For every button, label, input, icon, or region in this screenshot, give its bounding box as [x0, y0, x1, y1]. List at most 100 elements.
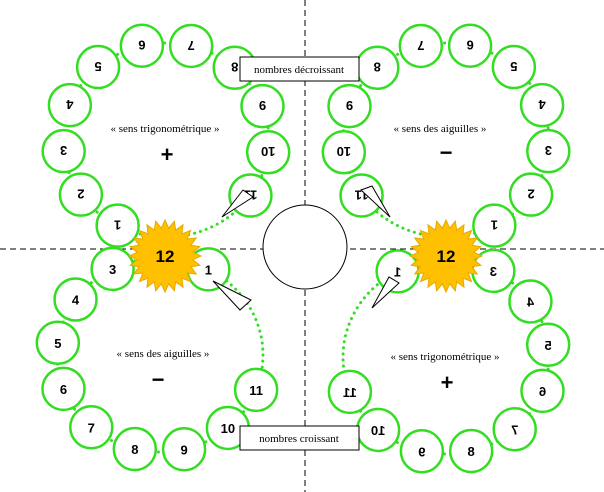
number-node: 8	[448, 428, 494, 474]
number-node: 6	[119, 23, 165, 68]
number-node: 5	[75, 44, 121, 90]
number-node: 4	[53, 277, 98, 322]
number-label: 4	[538, 97, 546, 112]
arrow-layer	[212, 185, 400, 311]
number-node: 10	[321, 129, 367, 175]
number-label: 1	[114, 218, 121, 233]
sun-12: 12	[408, 218, 484, 294]
number-label: 11	[249, 383, 263, 398]
number-node: 8	[112, 426, 158, 472]
number-node: 6	[520, 368, 565, 414]
number-label: 7	[417, 38, 424, 53]
direction-label: « sens des aiguilles »	[394, 123, 487, 135]
number-label: 4	[66, 97, 74, 112]
direction-label: « sens trigonométrique »	[110, 123, 219, 135]
number-label: 7	[88, 420, 95, 435]
bottom-label-box: nombres croissant	[239, 425, 360, 451]
number-label: 7	[511, 422, 518, 437]
number-label: 10	[371, 423, 385, 438]
sign-label: −	[440, 140, 453, 165]
number-label: 9	[259, 98, 266, 113]
number-label: 9	[180, 442, 187, 457]
sun-12: 12	[127, 218, 203, 294]
sun-layer: 12 12	[127, 218, 484, 294]
number-label: 6	[539, 384, 546, 399]
number-label: 5	[510, 59, 517, 74]
number-node: 10	[245, 129, 291, 175]
number-label: 10	[221, 421, 235, 436]
number-label: 11	[343, 385, 357, 400]
direction-label: « sens des aiguilles »	[117, 348, 210, 360]
number-label: 9	[418, 444, 425, 459]
number-node: 7	[168, 23, 214, 69]
number-label: 3	[109, 262, 116, 277]
number-label: 6	[138, 38, 145, 53]
number-label: 1	[205, 262, 212, 277]
number-label: 8	[231, 60, 238, 75]
number-node: 9	[399, 429, 445, 474]
number-node: 7	[492, 407, 537, 452]
sun-label: 12	[156, 247, 175, 266]
number-node: 1	[472, 203, 517, 248]
number-label: 6	[466, 38, 473, 53]
number-node: 5	[491, 44, 537, 90]
quadrant-bottom-right: « sens trigonométrique » +	[390, 351, 499, 395]
number-node: 9	[327, 83, 372, 129]
number-label: 10	[337, 144, 351, 159]
pointer-arrow	[360, 185, 391, 218]
quadrant-top-left: « sens trigonométrique » +	[110, 123, 219, 167]
number-node: 4	[519, 82, 565, 128]
number-node: 9	[240, 83, 285, 129]
number-node: 8	[355, 45, 400, 90]
ring-layer: 1234567891011123456789101112345678910111…	[35, 23, 571, 474]
number-label: 10	[261, 144, 275, 159]
number-label: 1	[491, 218, 498, 233]
number-label: 4	[526, 294, 534, 309]
number-node: 10	[355, 407, 401, 453]
top-label-box: nombres décroissant	[239, 56, 360, 82]
sign-label: −	[152, 367, 165, 392]
pointer-arrow	[221, 189, 254, 218]
number-label: 5	[545, 338, 552, 353]
number-node: 11	[327, 369, 373, 415]
number-label: 9	[346, 98, 353, 113]
number-label: 8	[468, 444, 475, 459]
number-node: 5	[525, 322, 571, 368]
number-node: 7	[69, 405, 114, 450]
number-node: 6	[41, 366, 86, 412]
pointer-arrow	[371, 276, 400, 309]
pointer-arrow	[212, 280, 252, 311]
number-node: 11	[233, 367, 279, 413]
number-node: 3	[41, 128, 86, 174]
number-label: 3	[490, 264, 497, 279]
sign-label: +	[161, 142, 174, 167]
sun-label: 12	[437, 247, 456, 266]
number-label: 6	[60, 382, 67, 397]
number-label: 5	[94, 59, 101, 74]
number-node: 6	[447, 23, 493, 68]
top-label-text: nombres décroissant	[254, 64, 344, 76]
sign-label: +	[441, 370, 454, 395]
number-node: 4	[47, 82, 93, 128]
number-label: 1	[394, 264, 401, 279]
bottom-label-text: nombres croissant	[259, 433, 339, 445]
number-label: 7	[188, 38, 195, 53]
ring-bottom-left: 12 345 6 7 8 9 10 11	[35, 235, 279, 472]
quadrant-top-right: « sens des aiguilles » −	[394, 123, 487, 165]
number-node: 2	[58, 172, 104, 217]
number-label: 2	[527, 187, 534, 202]
direction-label: « sens trigonométrique »	[390, 351, 499, 363]
number-node: 2	[508, 172, 554, 217]
number-node: 7	[398, 23, 444, 69]
number-node: 5	[35, 320, 81, 366]
number-label: 8	[374, 60, 381, 75]
number-node: 3	[90, 246, 135, 292]
number-label: 3	[60, 143, 67, 158]
center-circle	[262, 204, 348, 290]
number-label: 3	[545, 143, 552, 158]
number-node: 1	[95, 203, 140, 248]
quadrant-bottom-left: « sens des aiguilles » −	[117, 348, 210, 392]
